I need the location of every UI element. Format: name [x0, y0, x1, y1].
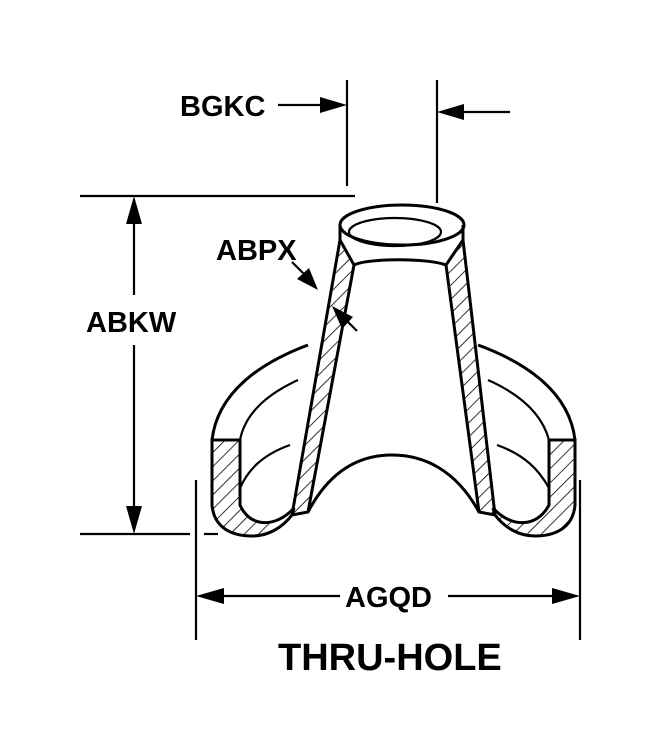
bgkc-label: BGKC — [180, 91, 265, 123]
abpx-arrow-bottom — [332, 306, 353, 329]
top-rim-outer — [338, 203, 466, 247]
abkw-arrow-top — [126, 196, 142, 224]
abkw-arrow-bottom — [126, 506, 142, 534]
bottom-opening — [306, 453, 481, 513]
inner-bore — [353, 258, 447, 267]
agqd-arrow-left — [196, 588, 224, 604]
drawing-title: THRU-HOLE — [278, 637, 502, 679]
left-flange-outer — [210, 343, 309, 441]
grommet-part — [210, 203, 577, 538]
right-cone-wall — [444, 235, 497, 517]
dimension-abkw: ABKW — [80, 194, 355, 536]
top-rim-inner — [347, 216, 443, 248]
agqd-arrow-right — [552, 588, 580, 604]
agqd-label: AGQD — [345, 582, 432, 614]
right-flange-outer — [477, 343, 577, 441]
left-cone-wall — [290, 235, 356, 517]
bgkc-arrow-left — [320, 97, 347, 113]
abkw-label: ABKW — [86, 307, 177, 339]
right-wall-section — [491, 438, 577, 538]
dimension-agqd: AGQD — [194, 480, 582, 640]
bgkc-arrow-right — [437, 104, 464, 120]
abpx-arrow-top — [297, 268, 318, 290]
abpx-label: ABPX — [216, 235, 297, 267]
left-flange-lower — [238, 443, 291, 489]
right-flange-inner — [487, 378, 551, 441]
right-flange-lower — [496, 443, 550, 489]
dimension-abpx: ABPX — [216, 235, 358, 332]
dimension-bgkc: BGKC — [180, 80, 510, 203]
left-wall-section — [210, 438, 296, 538]
left-flange-inner — [238, 379, 299, 441]
